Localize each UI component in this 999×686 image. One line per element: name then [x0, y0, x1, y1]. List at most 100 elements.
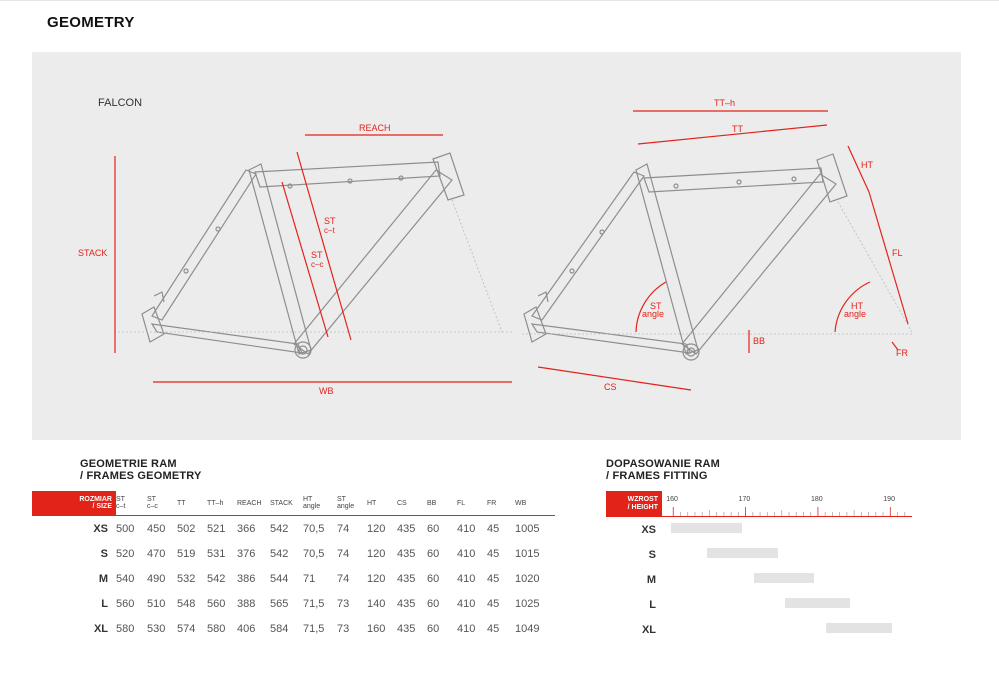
size-cell: L: [101, 597, 108, 610]
height-range-bar: [784, 598, 851, 608]
column-header: REACH: [237, 491, 270, 516]
scale-tick-label: 190: [883, 496, 895, 503]
geometry-section-title: GEOMETRIE RAM / FRAMES GEOMETRY: [80, 458, 202, 482]
table-cell: 73: [337, 622, 350, 635]
table-cell: 490: [147, 572, 166, 585]
table-cell: 560: [207, 597, 226, 610]
table-cell: 1025: [515, 597, 540, 610]
table-cell: 140: [367, 597, 386, 610]
table-cell: 510: [147, 597, 166, 610]
table-cell: 584: [270, 622, 289, 635]
column-header: TT: [177, 491, 207, 516]
table-cell: 470: [147, 547, 166, 560]
column-header: BB: [427, 491, 457, 516]
table-cell: 574: [177, 622, 196, 635]
table-cell: 519: [177, 547, 196, 560]
fitting-section-title: DOPASOWANIE RAM / FRAMES FITTING: [606, 458, 721, 482]
table-cell: 410: [457, 572, 476, 585]
column-header: STACK: [270, 491, 303, 516]
size-column-header: ROZMIAR / SIZE: [32, 491, 116, 516]
scale-tick-label: 170: [738, 496, 751, 503]
table-cell: 410: [457, 547, 476, 560]
table-cell: 376: [237, 547, 256, 560]
table-cell: 410: [457, 522, 476, 535]
cs-label: CS: [604, 382, 617, 392]
table-cell: 366: [237, 522, 256, 535]
fl-dimension-line: [868, 191, 909, 325]
st-cc-sublabel: c–c: [311, 260, 323, 269]
table-cell: 45: [487, 622, 500, 635]
table-cell: 580: [116, 622, 135, 635]
table-cell: 1020: [515, 572, 540, 585]
table-cell: 435: [397, 547, 416, 560]
fitting-row: XL: [606, 617, 912, 642]
table-cell: 45: [487, 547, 500, 560]
left-frame-drawing: [141, 152, 465, 359]
ht-angle-arc: [834, 281, 871, 333]
st-cc-label: ST: [311, 250, 323, 260]
table-cell: 531: [207, 547, 226, 560]
size-cell: XS: [93, 522, 108, 535]
table-cell: 45: [487, 522, 500, 535]
height-column-header: WZROST / HEIGHT: [606, 491, 662, 516]
height-range-bar: [707, 548, 779, 558]
table-cell: 500: [116, 522, 135, 535]
table-cell: 45: [487, 572, 500, 585]
right-frame-drawing: [523, 153, 848, 361]
st-ct-label: ST: [324, 216, 336, 226]
table-cell: 74: [337, 547, 350, 560]
table-cell: 45: [487, 597, 500, 610]
table-cell: 70,5: [303, 547, 325, 560]
reach-label: REACH: [359, 123, 391, 133]
size-label: M: [646, 574, 656, 586]
table-cell: 530: [147, 622, 166, 635]
height-scale-ruler: [672, 507, 906, 516]
column-header: FL: [457, 491, 487, 516]
table-cell: 542: [207, 572, 226, 585]
table-cell: 71: [303, 572, 316, 585]
table-cell: 410: [457, 597, 476, 610]
table-cell: 388: [237, 597, 256, 610]
st-angle-sublabel: angle: [642, 309, 664, 319]
table-cell: 120: [367, 547, 386, 560]
page-title: GEOMETRY: [47, 14, 135, 31]
table-cell: 74: [337, 572, 350, 585]
st-angle-label: ST: [650, 301, 662, 311]
fitting-row: XS: [606, 517, 912, 542]
table-cell: 70,5: [303, 522, 325, 535]
fr-dimension-line: [891, 341, 899, 351]
fr-label: FR: [896, 348, 908, 358]
table-cell: 160: [367, 622, 386, 635]
table-cell: 60: [427, 547, 440, 560]
top-divider: [0, 0, 999, 1]
column-header: HT: [367, 491, 397, 516]
column-header: TT–h: [207, 491, 237, 516]
table-cell: 120: [367, 572, 386, 585]
ht-angle-sublabel: angle: [844, 309, 866, 319]
st-angle-arc: [635, 281, 667, 333]
table-cell: 540: [116, 572, 135, 585]
table-cell: 406: [237, 622, 256, 635]
table-cell: 435: [397, 622, 416, 635]
table-cell: 565: [270, 597, 289, 610]
ht-dimension-line: [847, 145, 870, 193]
size-label: L: [649, 599, 656, 611]
table-cell: 560: [116, 597, 135, 610]
table-cell: 410: [457, 622, 476, 635]
table-cell: 435: [397, 572, 416, 585]
table-cell: 1049: [515, 622, 540, 635]
size-label: XS: [641, 524, 656, 536]
table-cell: 60: [427, 572, 440, 585]
table-cell: 542: [270, 522, 289, 535]
column-header: FR: [487, 491, 515, 516]
st-cc-dimension-line: [281, 181, 329, 338]
table-cell: 542: [270, 547, 289, 560]
